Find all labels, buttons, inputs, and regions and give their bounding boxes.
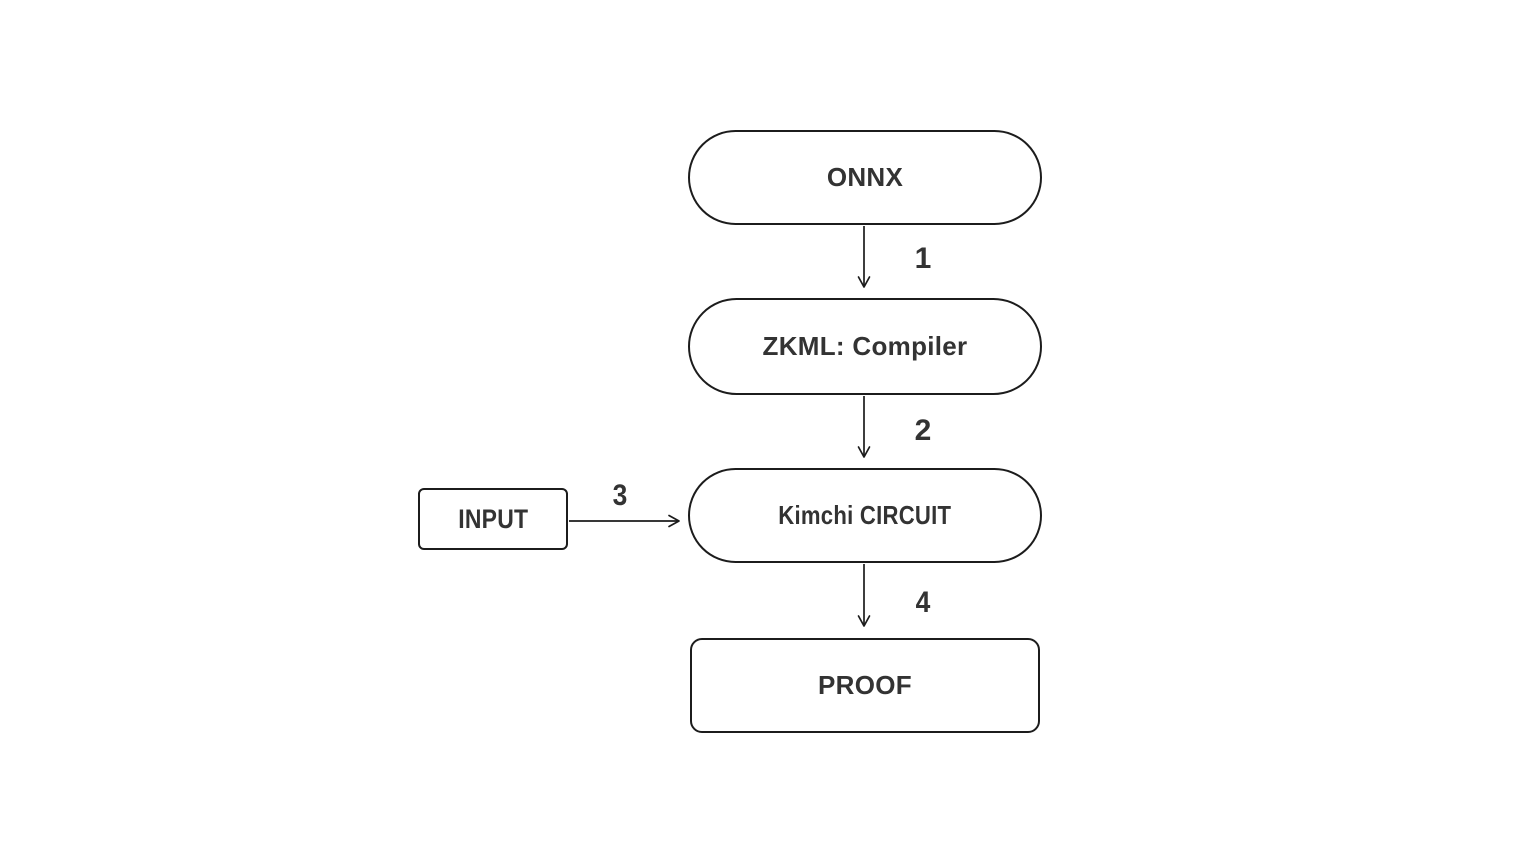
node-onnx: ONNX: [688, 130, 1042, 225]
node-input-label: INPUT: [457, 503, 529, 534]
edge-label-3: 3: [612, 479, 628, 512]
node-proof: PROOF: [690, 638, 1040, 733]
edge-label-1: 1: [914, 242, 932, 275]
edge-label-2: 2: [914, 414, 932, 447]
node-zkml-compiler: ZKML: Compiler: [688, 298, 1042, 395]
node-kimchi-circuit-label: Kimchi CIRCUIT: [778, 500, 952, 530]
node-kimchi-circuit: Kimchi CIRCUIT: [688, 468, 1042, 563]
node-input: INPUT: [418, 488, 568, 550]
node-proof-label: PROOF: [818, 670, 912, 700]
edge-label-4: 4: [915, 586, 931, 619]
node-zkml-compiler-label: ZKML: Compiler: [762, 331, 968, 361]
node-onnx-label: ONNX: [826, 162, 904, 192]
